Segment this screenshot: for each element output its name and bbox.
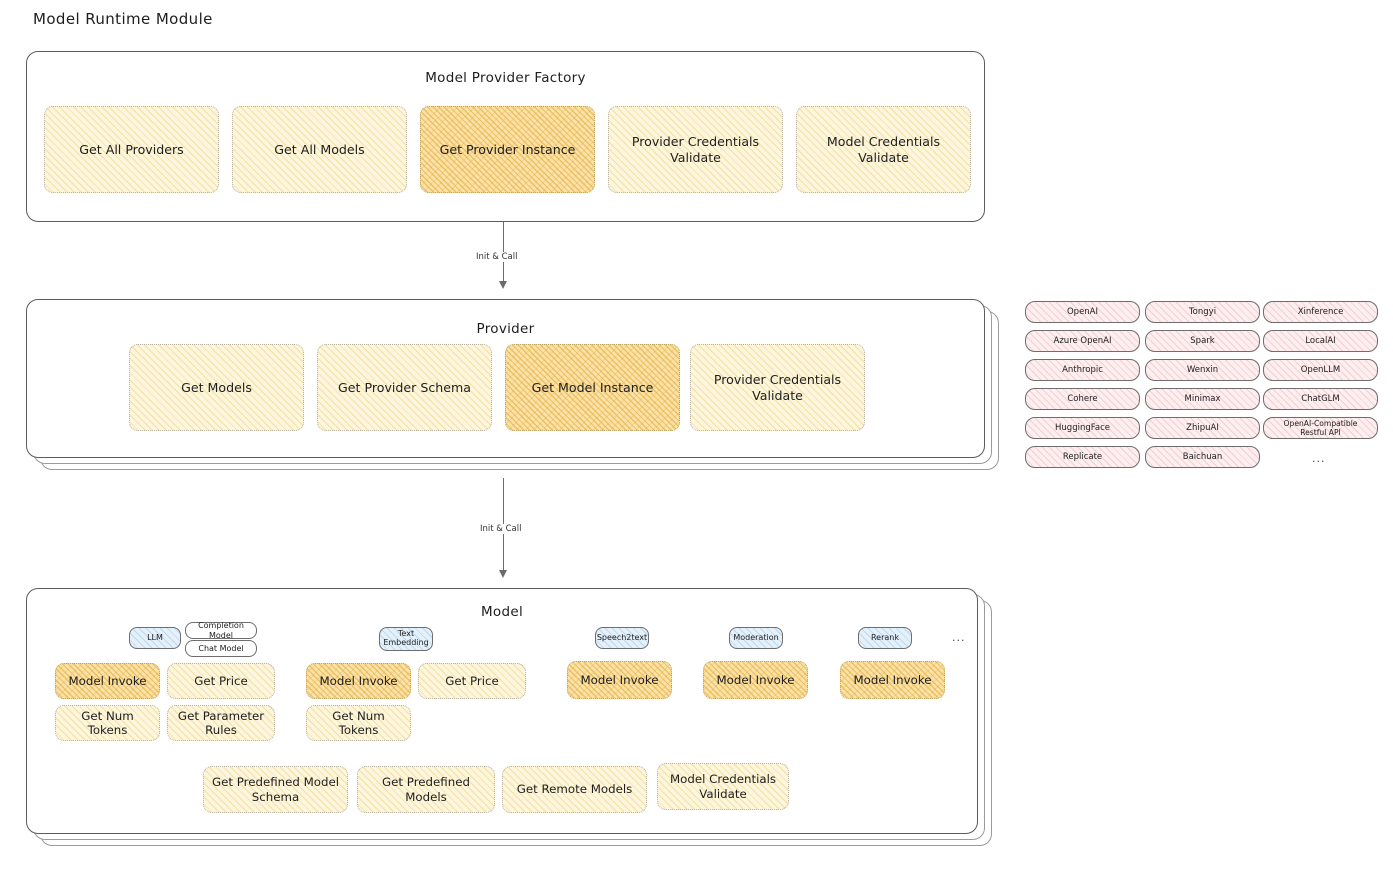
model-title: Model — [480, 604, 524, 620]
node-get-predefined-model-schema[interactable]: Get Predefined Model Schema — [203, 766, 348, 813]
node-get-all-providers[interactable]: Get All Providers — [44, 106, 219, 193]
node-get-provider-schema[interactable]: Get Provider Schema — [317, 344, 492, 431]
provider-pill-tongyi[interactable]: Tongyi — [1145, 301, 1260, 323]
node-speech2text-model-invoke[interactable]: Model Invoke — [567, 661, 672, 699]
provider-pill-chatglm[interactable]: ChatGLM — [1263, 388, 1378, 410]
provider-pill-spark[interactable]: Spark — [1145, 330, 1260, 352]
model-type-badge-speech2text[interactable]: Speech2text — [595, 627, 649, 649]
provider-pill-huggingface[interactable]: HuggingFace — [1025, 417, 1140, 439]
node-provider-credentials-validate[interactable]: Provider Credentials Validate — [608, 106, 783, 193]
provider-pill-openai[interactable]: OpenAI — [1025, 301, 1140, 323]
provider-pill-wenxin[interactable]: Wenxin — [1145, 359, 1260, 381]
arrow-factory-to-provider-head — [499, 281, 507, 289]
model-provider-factory-title: Model Provider Factory — [425, 70, 586, 86]
node-model-credentials-validate-2[interactable]: Model Credentials Validate — [657, 763, 789, 810]
provider-pill-replicate[interactable]: Replicate — [1025, 446, 1140, 468]
arrow-factory-to-provider-label: Init & Call — [472, 252, 522, 262]
provider-pill-baichuan[interactable]: Baichuan — [1145, 446, 1260, 468]
provider-title: Provider — [476, 321, 535, 337]
node-llm-model-invoke[interactable]: Model Invoke — [55, 663, 160, 699]
node-rerank-model-invoke[interactable]: Model Invoke — [840, 661, 945, 699]
node-get-provider-instance[interactable]: Get Provider Instance — [420, 106, 595, 193]
provider-pill-cohere[interactable]: Cohere — [1025, 388, 1140, 410]
node-get-models[interactable]: Get Models — [129, 344, 304, 431]
model-type-badge-llm[interactable]: LLM — [129, 627, 181, 649]
provider-pill-minimax[interactable]: Minimax — [1145, 388, 1260, 410]
model-type-badge-moderation[interactable]: Moderation — [729, 627, 783, 649]
arrow-provider-to-model-label: Init & Call — [476, 524, 526, 534]
arrow-provider-to-model-head — [499, 570, 507, 578]
node-llm-get-parameter-rules[interactable]: Get Parameter Rules — [167, 705, 275, 741]
provider-pill-anthropic[interactable]: Anthropic — [1025, 359, 1140, 381]
page-title: Model Runtime Module — [33, 10, 213, 28]
node-llm-get-price[interactable]: Get Price — [167, 663, 275, 699]
provider-pill-openllm[interactable]: OpenLLM — [1263, 359, 1378, 381]
model-sub-badge-completion-model[interactable]: Completion Model — [185, 621, 257, 640]
provider-pill-openai-compatible-restful-api[interactable]: OpenAI-Compatible Restful API — [1263, 417, 1378, 439]
provider-pill-xinference[interactable]: Xinference — [1263, 301, 1378, 323]
node-text-embedding-get-price[interactable]: Get Price — [418, 663, 526, 699]
model-types-more: ... — [952, 631, 966, 644]
node-llm-get-num-tokens[interactable]: Get Num Tokens — [55, 705, 160, 741]
model-type-badge-rerank[interactable]: Rerank — [858, 627, 912, 649]
provider-pill-azure-openai[interactable]: Azure OpenAI — [1025, 330, 1140, 352]
node-moderation-model-invoke[interactable]: Model Invoke — [703, 661, 808, 699]
node-model-credentials-validate[interactable]: Model Credentials Validate — [796, 106, 971, 193]
node-get-all-models[interactable]: Get All Models — [232, 106, 407, 193]
provider-pill-localai[interactable]: LocalAI — [1263, 330, 1378, 352]
node-provider-credentials-validate-2[interactable]: Provider Credentials Validate — [690, 344, 865, 431]
node-get-predefined-models[interactable]: Get Predefined Models — [357, 766, 495, 813]
provider-pill-zhipuai[interactable]: ZhipuAI — [1145, 417, 1260, 439]
model-sub-badge-chat-model[interactable]: Chat Model — [185, 640, 257, 657]
node-get-remote-models[interactable]: Get Remote Models — [502, 766, 647, 813]
node-text-embedding-model-invoke[interactable]: Model Invoke — [306, 663, 411, 699]
provider-list-more: ... — [1312, 452, 1326, 465]
node-text-embedding-get-num-tokens[interactable]: Get Num Tokens — [306, 705, 411, 741]
node-get-model-instance[interactable]: Get Model Instance — [505, 344, 680, 431]
model-type-badge-text-embedding[interactable]: Text Embedding — [379, 627, 433, 651]
